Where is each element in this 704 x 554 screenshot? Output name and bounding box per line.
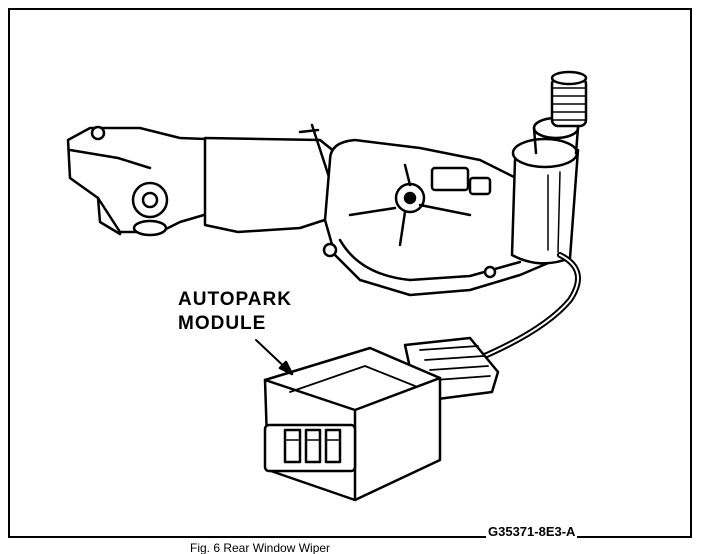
figure-number: G35371-8E3-A [486,524,578,539]
callout-line-2: MODULE [178,313,267,334]
harness-wire [477,252,581,361]
gear-housing [322,138,562,297]
callout-arrow [255,339,294,376]
mounting-bracket [66,125,240,237]
output-shaft [510,70,588,265]
motor-housing [203,123,342,234]
autopark-module-label: AUTOPARK MODULE [178,288,292,336]
callout-line-1: AUTOPARK [178,289,292,310]
figure-caption: Fig. 6 Rear Window Wiper [190,541,331,554]
autopark-module [263,346,442,502]
